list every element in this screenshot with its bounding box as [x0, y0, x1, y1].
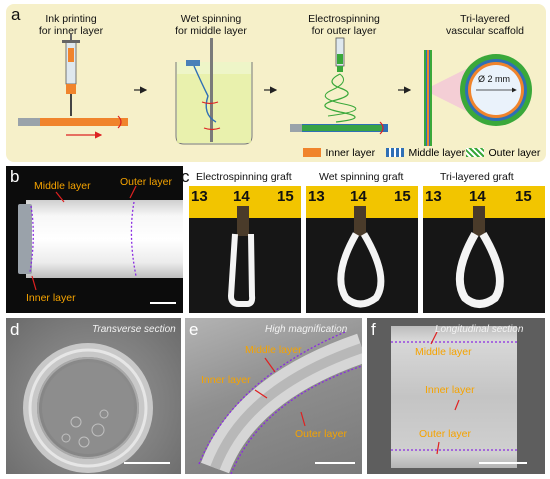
- panel-f-title: Longitudinal section: [435, 324, 524, 335]
- step-4-line2: vascular scaffold: [445, 25, 524, 37]
- legend-middle: Middle layer: [386, 144, 466, 159]
- graft-2-shape: [337, 206, 385, 308]
- graft-3-title: Tri-layered graft: [440, 171, 514, 183]
- high-magnification-image: [198, 331, 362, 474]
- panel-f-scale-bar: [479, 462, 527, 464]
- ruler-2-tick-15: 15: [394, 188, 411, 205]
- graft-2-title: Wet spinning graft: [319, 171, 404, 183]
- panel-e-title: High magnification: [265, 324, 348, 335]
- legend-middle-swatch: [386, 148, 404, 158]
- panel-e-inner-label: Inner layer: [201, 374, 251, 386]
- beaker-illustration: [175, 38, 253, 145]
- syringe-illustration: [62, 34, 80, 116]
- graft-photo: [26, 200, 183, 278]
- panel-b-scale-bar: [150, 302, 176, 304]
- panel-e-letter: e: [189, 320, 199, 339]
- graft-1-shape: [227, 206, 256, 307]
- step-4-caption: Tri-layered vascular scaffold: [430, 13, 540, 37]
- panel-f-outer-label: Outer layer: [419, 428, 471, 440]
- step-2-line2: for middle layer: [175, 25, 247, 37]
- panel-f-markings: [391, 331, 517, 455]
- panel-e-outer-label: Outer layer: [295, 428, 347, 440]
- panel-a: a Ink printing for inner layer Wet spinn…: [6, 4, 546, 162]
- panel-b-inner-label: Inner layer: [26, 292, 76, 304]
- graft-1-title: Electrospinning graft: [196, 171, 292, 183]
- panel-b-letter: b: [10, 167, 20, 186]
- step-3-line2: for outer layer: [311, 25, 377, 37]
- panel-d-title: Transverse section: [92, 324, 176, 335]
- panel-b: b Middle layer Outer layer Inner layer: [6, 166, 183, 313]
- graft-3-shape: [455, 206, 504, 308]
- legend-inner: Inner layer: [303, 144, 376, 159]
- inner-layer-rod: [18, 118, 128, 126]
- panel-c-letter: c: [181, 167, 190, 186]
- legend-inner-swatch: [303, 148, 321, 158]
- tri-layered-graft-photo: 13 14 15: [423, 186, 545, 313]
- transverse-section-image: [23, 343, 153, 473]
- panel-b-outer-label: Outer layer: [120, 176, 172, 188]
- step-2-caption: Wet spinning for middle layer: [156, 13, 266, 37]
- step-3-caption: Electrospinning for outer layer: [289, 13, 399, 37]
- ruler-3-tick-13: 13: [425, 188, 442, 205]
- legend-outer-label: Outer layer: [488, 146, 541, 159]
- legend-outer: Outer layer: [466, 144, 541, 159]
- ruler-2-tick-14: 14: [350, 188, 367, 205]
- panel-f-inner-label: Inner layer: [425, 384, 475, 396]
- step-1-line2: for inner layer: [38, 25, 104, 37]
- panel-e-middle-label: Middle layer: [245, 344, 302, 356]
- ruler-1-tick-15: 15: [277, 188, 294, 205]
- panel-f: f Longitudinal section Middle layer Inne…: [367, 318, 545, 474]
- step-3-line1: Electrospinning: [308, 13, 380, 25]
- legend-outer-swatch: [466, 148, 484, 158]
- ruler-1-tick-13: 13: [191, 188, 208, 205]
- panel-e-scale-bar: [315, 462, 355, 464]
- step-1-caption: Ink printing for inner layer: [16, 13, 126, 37]
- ruler-1-tick-14: 14: [233, 188, 250, 205]
- electrospinning-graft-photo: 13 14 15: [189, 186, 301, 313]
- panel-d: d Transverse section: [6, 318, 181, 474]
- diameter-label: Ø 2 mm: [478, 74, 511, 84]
- ruler-2-tick-13: 13: [308, 188, 325, 205]
- panel-d-scale-bar: [124, 462, 170, 464]
- panel-f-letter: f: [371, 320, 376, 339]
- step-1-line1: Ink printing: [45, 13, 97, 25]
- panel-b-markings: [29, 185, 137, 291]
- wet-spinning-graft-photo: 13 14 15: [306, 186, 418, 313]
- panel-b-middle-label: Middle layer: [34, 180, 91, 192]
- scaffold-illustration: [424, 50, 532, 146]
- panel-a-letter: a: [11, 5, 21, 24]
- ruler-3-tick-14: 14: [469, 188, 486, 205]
- ruler-3-tick-15: 15: [515, 188, 532, 205]
- legend-inner-label: Inner layer: [325, 146, 376, 159]
- panel-e: e High magnification Middle layer Inner …: [185, 318, 362, 474]
- fabrication-schematic: [18, 34, 532, 146]
- step-4-line1: Tri-layered: [460, 13, 510, 25]
- longitudinal-section-image: [391, 326, 517, 468]
- graft-end: [18, 204, 32, 274]
- panel-d-letter: d: [10, 320, 20, 339]
- electrospinning-illustration: [290, 37, 388, 135]
- legend-middle-label: Middle layer: [408, 146, 466, 159]
- step-2-line1: Wet spinning: [180, 13, 242, 25]
- panel-f-middle-label: Middle layer: [415, 346, 472, 358]
